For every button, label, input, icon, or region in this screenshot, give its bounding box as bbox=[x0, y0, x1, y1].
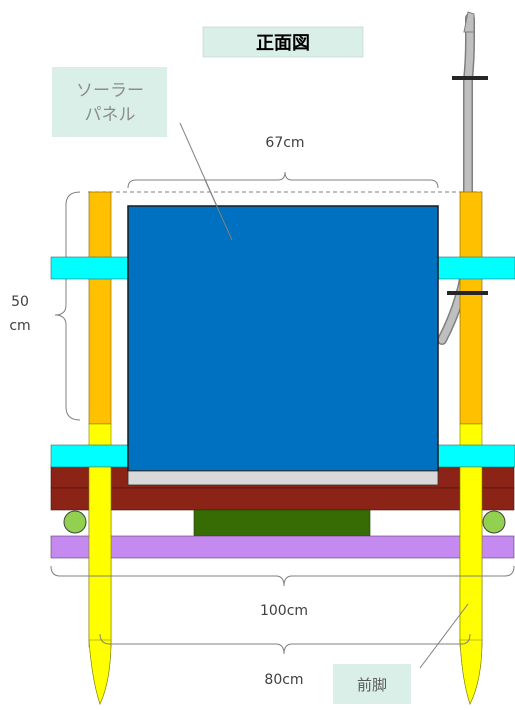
left-leg-front-overlay bbox=[88, 466, 112, 648]
cable-tip bbox=[463, 11, 475, 33]
left-wheel bbox=[63, 510, 87, 534]
front-leg-pointer-line bbox=[419, 603, 469, 669]
left-post-upper bbox=[88, 191, 112, 425]
center-block bbox=[193, 509, 371, 537]
solar-panel bbox=[127, 205, 439, 472]
panel-height-value: 50 bbox=[11, 294, 29, 310]
panel-height-unit: cm bbox=[9, 318, 30, 334]
right-upper-bracket bbox=[437, 256, 515, 280]
panel-height-brace bbox=[54, 191, 81, 421]
left-lower-bracket bbox=[50, 444, 129, 468]
right-lower-bracket bbox=[437, 444, 515, 468]
panel-width-brace bbox=[127, 171, 439, 189]
outer-width-brace bbox=[50, 565, 515, 587]
left-leg-tip bbox=[88, 639, 112, 705]
leg-span-brace bbox=[99, 633, 471, 655]
front-leg-label-box bbox=[333, 664, 411, 704]
front-leg-label: 前脚 bbox=[357, 676, 387, 694]
right-leg-front-overlay bbox=[459, 466, 483, 648]
title-box bbox=[202, 26, 364, 58]
left-upper-bracket bbox=[50, 256, 129, 280]
solar-panel-label-line2: パネル bbox=[85, 105, 136, 125]
outer-width-label: 100cm bbox=[260, 603, 308, 619]
panel-width-label: 67cm bbox=[265, 135, 304, 151]
right-post-upper bbox=[459, 191, 483, 425]
solar-panel-label-box bbox=[52, 67, 167, 137]
right-leg-tip bbox=[459, 639, 483, 705]
solar-panel-pointer-line-front bbox=[204, 179, 233, 241]
solar-panel-base bbox=[127, 470, 439, 486]
lower-crossbeam bbox=[50, 487, 515, 511]
title-text: 正面図 bbox=[256, 33, 310, 54]
solar-panel-label-line1: ソーラー bbox=[76, 81, 144, 101]
base-plate bbox=[50, 535, 515, 559]
leg-span-label: 80cm bbox=[264, 672, 303, 688]
right-wheel bbox=[482, 510, 506, 534]
